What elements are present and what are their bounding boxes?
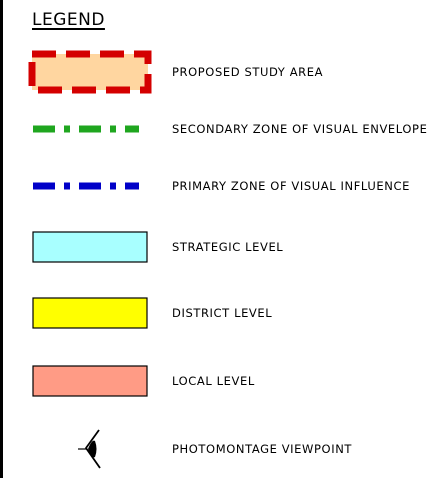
eye-viewpoint-icon — [78, 429, 101, 469]
strategic-level-swatch — [32, 231, 148, 263]
local-level-swatch — [32, 365, 148, 397]
legend-title: LEGEND — [32, 10, 105, 30]
primary-zone-line-symbol — [33, 182, 139, 190]
legend-item-primary-zone: PRIMARY ZONE OF VISUAL INFLUENCE — [0, 161, 429, 211]
map-frame-border — [0, 0, 3, 478]
legend-item-proposed-study-area: PROPOSED STUDY AREA — [0, 47, 429, 97]
legend-label-local-level: LOCAL LEVEL — [172, 374, 255, 388]
proposed-study-area-symbol — [28, 50, 152, 94]
legend-label-photomontage-viewpoint: PHOTOMONTAGE VIEWPOINT — [172, 442, 353, 456]
legend-item-photomontage-viewpoint: PHOTOMONTAGE VIEWPOINT — [0, 424, 429, 474]
legend-label-primary-zone: PRIMARY ZONE OF VISUAL INFLUENCE — [172, 179, 410, 193]
legend-label-secondary-zone: SECONDARY ZONE OF VISUAL ENVELOPE — [172, 122, 428, 136]
legend-label-strategic-level: STRATEGIC LEVEL — [172, 240, 284, 254]
district-level-swatch — [32, 297, 148, 329]
legend-item-local-level: LOCAL LEVEL — [0, 356, 429, 406]
legend-item-strategic-level: STRATEGIC LEVEL — [0, 222, 429, 272]
legend-label-district-level: DISTRICT LEVEL — [172, 306, 273, 320]
legend-label-proposed-study-area: PROPOSED STUDY AREA — [172, 65, 324, 79]
secondary-zone-line-symbol — [33, 125, 139, 133]
legend-item-district-level: DISTRICT LEVEL — [0, 288, 429, 338]
legend-item-secondary-zone: SECONDARY ZONE OF VISUAL ENVELOPE — [0, 104, 429, 154]
